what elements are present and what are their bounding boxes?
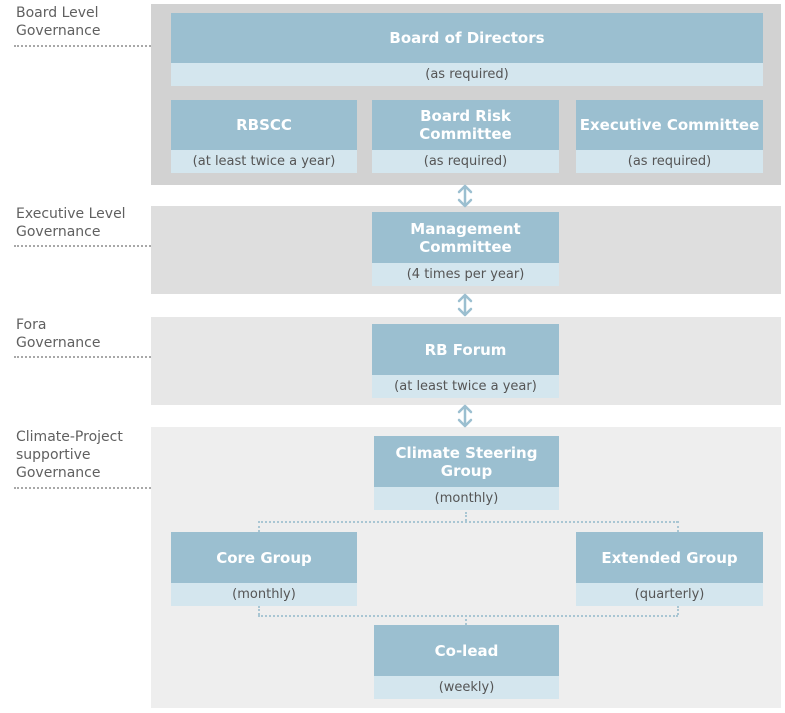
box-title: RBSCC [171, 100, 357, 150]
connector-core-top [258, 521, 260, 532]
box-climate-steering-group: Climate Steering Group (monthly) [374, 436, 559, 510]
box-management-committee: Management Committee (4 times per year) [372, 212, 559, 286]
double-arrow-icon [457, 293, 473, 317]
box-frequency: (4 times per year) [372, 263, 559, 286]
box-title: Board Risk Committee [372, 100, 559, 150]
box-frequency: (as required) [372, 150, 559, 173]
box-frequency: (monthly) [374, 487, 559, 510]
box-executive-committee: Executive Committee (as required) [576, 100, 763, 173]
level-label-fora: Fora Governance [16, 317, 101, 351]
double-arrow-icon [457, 184, 473, 208]
box-frequency: (at least twice a year) [171, 150, 357, 173]
box-extended-group: Extended Group (quarterly) [576, 532, 763, 606]
box-frequency: (weekly) [374, 676, 559, 699]
box-title: Co-lead [374, 625, 559, 676]
level-label-climate: Climate-Project supportive Governance [16, 429, 123, 481]
level-divider-executive [14, 245, 151, 247]
box-board-of-directors: Board of Directors (as required) [171, 13, 763, 86]
box-rbscc: RBSCC (at least twice a year) [171, 100, 357, 173]
connector-extended-bottom [677, 606, 679, 615]
box-title: Management Committee [372, 212, 559, 263]
connector-steering-down [465, 512, 467, 521]
level-divider-board [14, 45, 151, 47]
connector-colead-top [465, 615, 467, 625]
box-frequency: (as required) [171, 63, 763, 86]
double-arrow-icon [457, 404, 473, 428]
level-divider-fora [14, 356, 151, 358]
level-label-board: Board Level Governance [16, 5, 101, 39]
box-frequency: (at least twice a year) [372, 375, 559, 398]
box-co-lead: Co-lead (weekly) [374, 625, 559, 699]
box-frequency: (quarterly) [576, 583, 763, 606]
box-frequency: (as required) [576, 150, 763, 173]
connector-bottom-horizontal [258, 615, 678, 617]
level-divider-climate [14, 487, 151, 489]
box-core-group: Core Group (monthly) [171, 532, 357, 606]
connector-top-horizontal [258, 521, 678, 523]
box-title: RB Forum [372, 324, 559, 375]
box-title: Board of Directors [171, 13, 763, 63]
box-title: Extended Group [576, 532, 763, 583]
box-title: Core Group [171, 532, 357, 583]
box-title: Executive Committee [576, 100, 763, 150]
box-board-risk-committee: Board Risk Committee (as required) [372, 100, 559, 173]
box-rb-forum: RB Forum (at least twice a year) [372, 324, 559, 398]
connector-core-bottom [258, 606, 260, 615]
level-label-executive: Executive Level Governance [16, 206, 126, 240]
box-frequency: (monthly) [171, 583, 357, 606]
box-title: Climate Steering Group [374, 436, 559, 487]
connector-extended-top [677, 521, 679, 532]
